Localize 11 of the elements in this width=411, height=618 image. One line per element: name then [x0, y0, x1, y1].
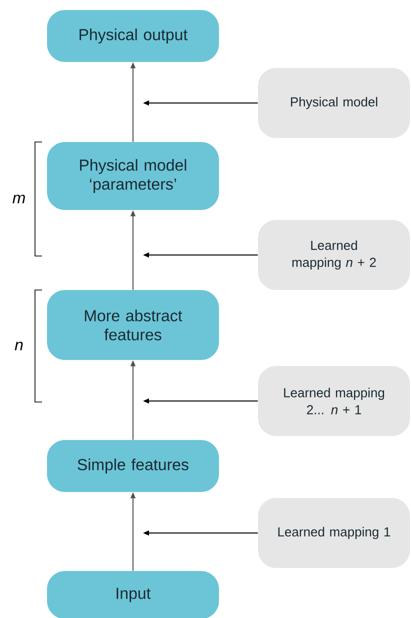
mapping-box: Physical model [258, 68, 410, 138]
process-box: Physical model ‘parameters’ [47, 142, 219, 210]
bracket-label: n [14, 342, 23, 350]
process-box: Simple features [47, 440, 219, 492]
bracket-label: m [12, 194, 25, 204]
mapping-box: Learned mapping 2... n + 1 [258, 366, 410, 436]
mapping-box: Learned mapping 1 [258, 498, 410, 568]
process-box: More abstract features [47, 290, 219, 360]
process-box: Input [47, 571, 219, 618]
mapping-box: Learned mapping n + 2 [258, 220, 410, 290]
process-box: Physical output [47, 10, 219, 62]
